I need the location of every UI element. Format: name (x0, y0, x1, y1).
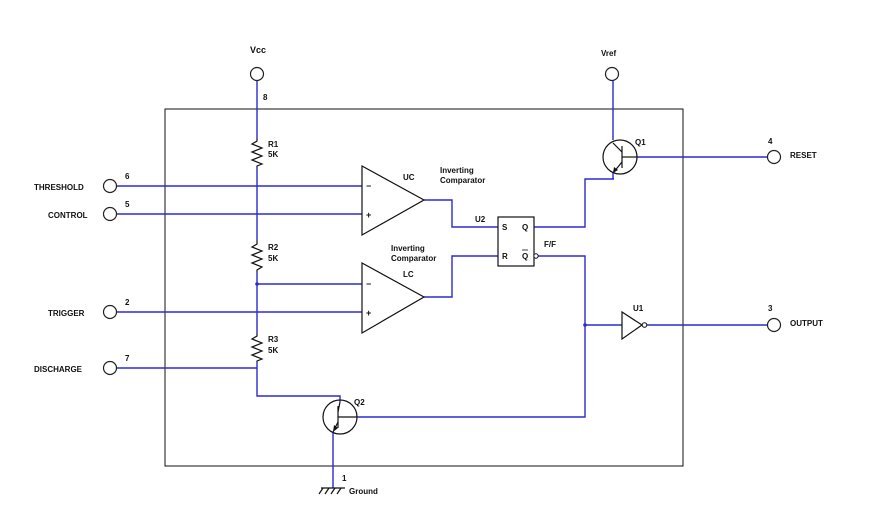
ff-name: U2 (475, 215, 486, 224)
output-label: OUTPUT (790, 319, 823, 328)
lc-minus: − (366, 279, 371, 289)
r3-value: 5K (268, 346, 278, 355)
q1-name: Q1 (635, 138, 646, 147)
ff-qbar-label: Q (522, 252, 528, 261)
u1-name: U1 (633, 304, 644, 313)
output-terminal[interactable] (766, 317, 782, 333)
ff-q-label: Q (522, 223, 528, 232)
flipflop-u2 (497, 216, 535, 267)
resistor-r3 (250, 333, 264, 362)
threshold-terminal[interactable] (102, 178, 118, 194)
pin-7-label: 7 (125, 354, 130, 363)
vref-label: Vref (601, 49, 616, 58)
chip-outline (164, 108, 684, 467)
pin-6-label: 6 (125, 172, 130, 181)
vref-terminal[interactable] (604, 66, 620, 82)
uc-minus: − (366, 181, 371, 191)
reset-label: RESET (790, 151, 817, 160)
transistor-q2 (322, 399, 358, 435)
comparator-uc (361, 164, 426, 237)
pin-3-label: 3 (768, 304, 773, 313)
discharge-terminal[interactable] (102, 360, 118, 376)
q2-name: Q2 (354, 398, 365, 407)
resistor-r1 (250, 138, 264, 168)
r1-name: R1 (268, 140, 279, 149)
lc-caption-2: Comparator (391, 254, 436, 263)
vcc-terminal[interactable] (249, 66, 265, 82)
r2-name: R2 (268, 243, 279, 252)
uc-name: UC (403, 173, 415, 182)
pin-2-label: 2 (125, 298, 130, 307)
reset-terminal[interactable] (766, 149, 782, 165)
control-label: CONTROL (48, 211, 88, 220)
pin-4-label: 4 (768, 137, 773, 146)
lc-plus: + (366, 308, 371, 318)
trigger-terminal[interactable] (102, 304, 118, 320)
r1-value: 5K (268, 150, 278, 159)
transistor-q1 (602, 139, 638, 179)
ground-label: Ground (349, 487, 378, 496)
threshold-label: THRESHOLD (34, 183, 84, 192)
uc-plus: + (366, 210, 371, 220)
inverter-u1 (621, 310, 648, 341)
pin-terminals (102, 66, 782, 376)
control-terminal[interactable] (102, 206, 118, 222)
ff-caption: F/F (544, 240, 556, 249)
vcc-label: Vcc (250, 45, 266, 55)
comparator-lc (361, 261, 426, 335)
ground-icon (318, 487, 345, 495)
r3-name: R3 (268, 335, 279, 344)
lc-name: LC (403, 270, 414, 279)
lc-caption-1: Inverting (391, 244, 425, 253)
r2-value: 5K (268, 254, 278, 263)
trigger-label: TRIGGER (48, 309, 85, 318)
ff-s-label: S (502, 223, 508, 232)
pin-1-label: 1 (342, 474, 347, 483)
pin-5-label: 5 (125, 200, 130, 209)
qbar-bubble (533, 253, 539, 259)
uc-caption-1: Inverting (440, 166, 474, 175)
resistor-r2 (250, 240, 264, 272)
junction-dot (255, 282, 259, 286)
uc-caption-2: Comparator (440, 176, 485, 185)
wires (116, 80, 768, 488)
ff-r-label: R (502, 252, 508, 261)
junction-dot (583, 323, 587, 327)
discharge-label: DISCHARGE (34, 365, 83, 374)
pin-8-label: 8 (263, 93, 268, 102)
